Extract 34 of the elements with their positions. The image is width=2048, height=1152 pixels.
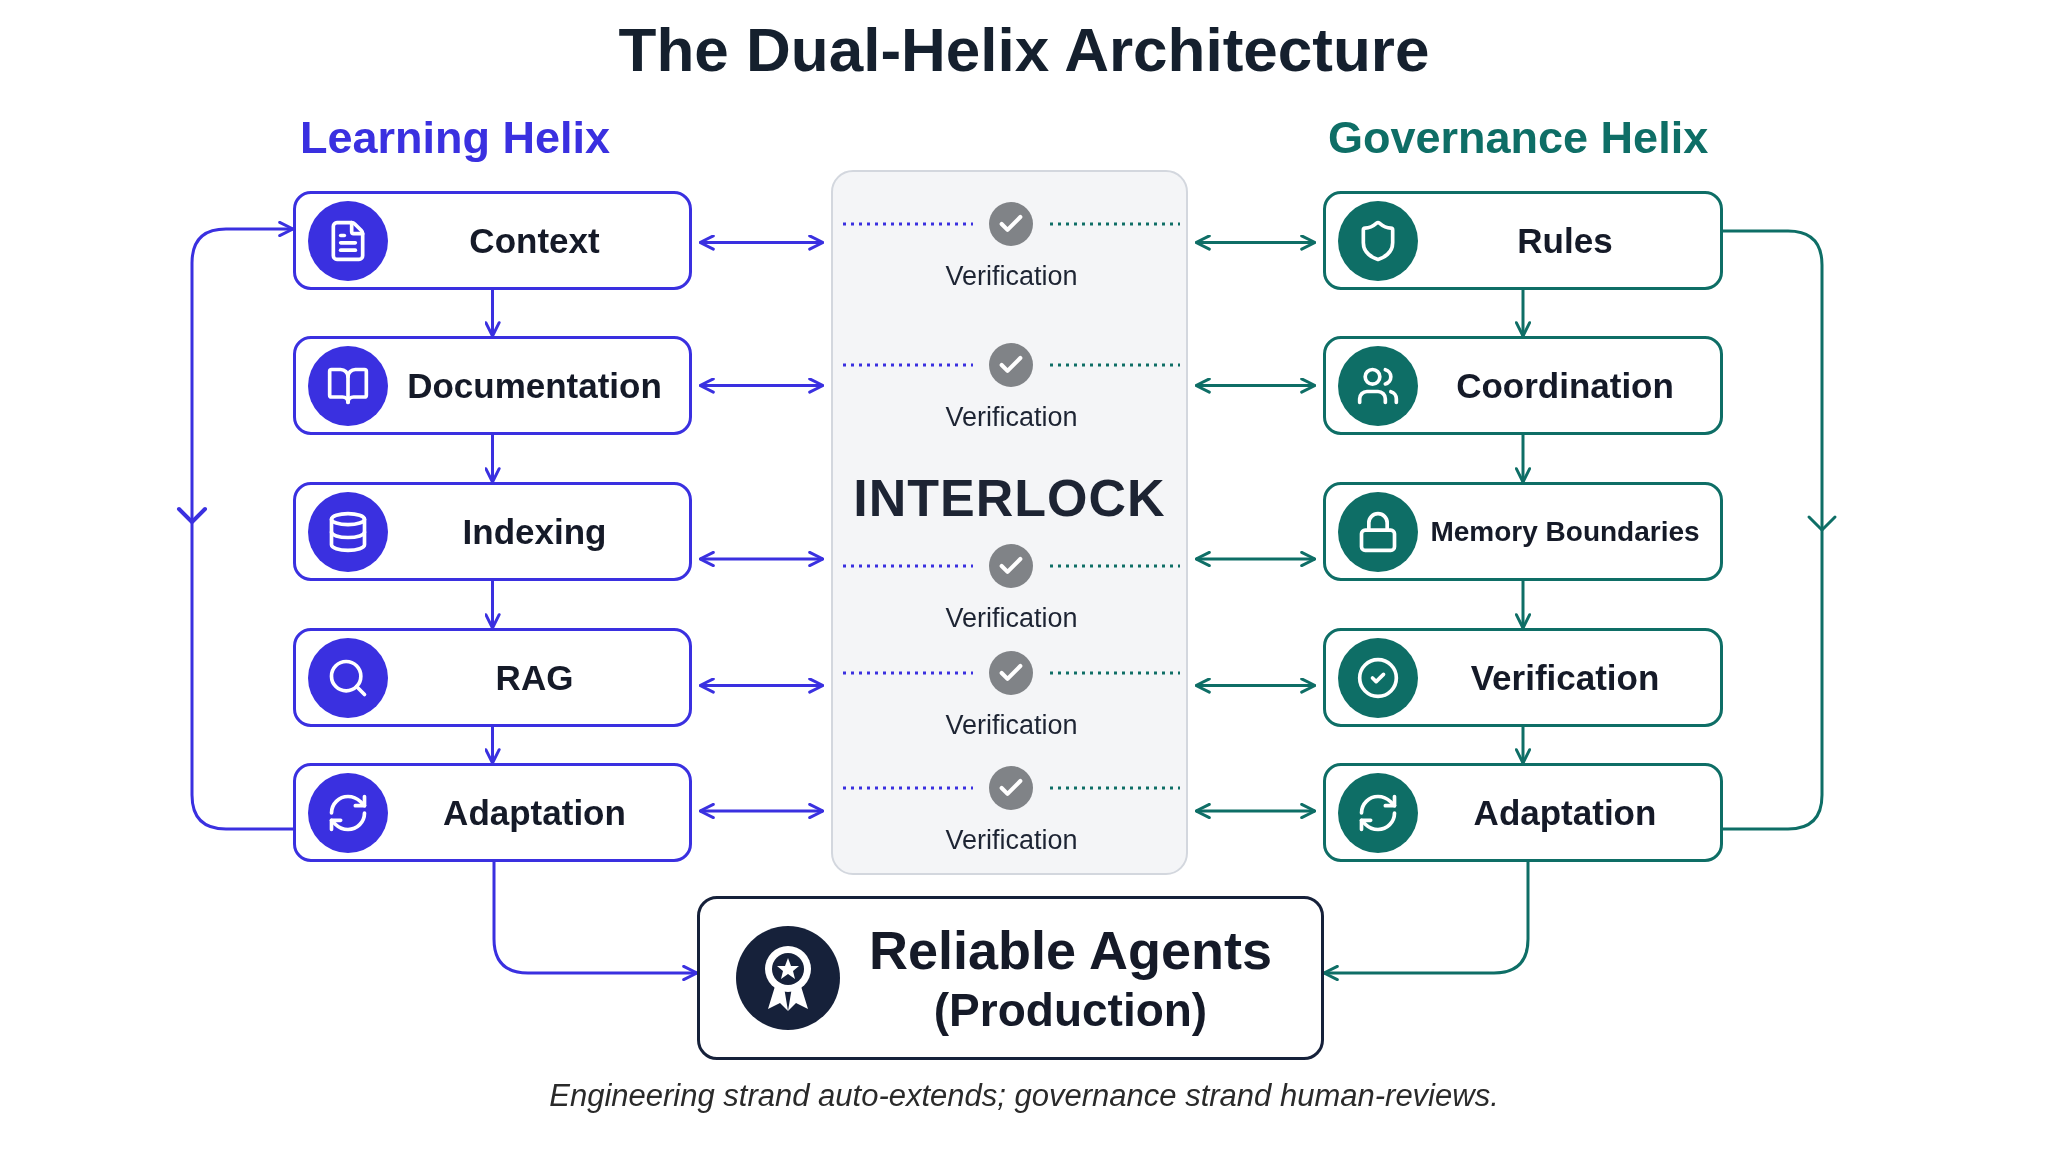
process-box [293, 482, 692, 581]
step-label: Verification [944, 261, 1079, 292]
interlock-panel [831, 170, 1188, 875]
step-label: Verification [944, 603, 1079, 634]
process-box [1323, 628, 1723, 727]
box-label: Rules [1516, 220, 1614, 261]
step-label: Verification [944, 402, 1079, 433]
box-label: Context [468, 220, 601, 261]
step-label: Verification [944, 710, 1079, 741]
process-box [293, 191, 692, 290]
result-box [697, 896, 1324, 1060]
box-label: Adaptation [442, 792, 627, 833]
box-label: Verification [1469, 657, 1661, 698]
step-label: Verification [944, 825, 1079, 856]
box-label: Indexing [461, 511, 608, 552]
column-heading: Governance Helix [1328, 112, 1709, 164]
process-box [293, 336, 692, 435]
process-box [1323, 336, 1723, 435]
column-heading: Learning Helix [300, 112, 611, 164]
diagram-title: The Dual-Helix Architecture [617, 14, 1431, 85]
panel-title: INTERLOCK [852, 468, 1167, 528]
result-label: Reliable Agents [868, 919, 1273, 982]
process-box [1323, 763, 1723, 862]
process-box [293, 628, 692, 727]
process-box [1323, 482, 1723, 581]
box-label: Adaptation [1472, 792, 1658, 833]
process-box [1323, 191, 1723, 290]
box-label: Memory Boundaries [1429, 515, 1701, 548]
box-label: Coordination [1455, 365, 1675, 406]
process-box [293, 763, 692, 862]
result-label: (Production) [933, 982, 1208, 1038]
caption: Engineering strand auto-extends; governance strand human-reviews. [548, 1078, 1500, 1114]
box-label: Documentation [406, 365, 663, 406]
box-label: RAG [494, 657, 575, 698]
